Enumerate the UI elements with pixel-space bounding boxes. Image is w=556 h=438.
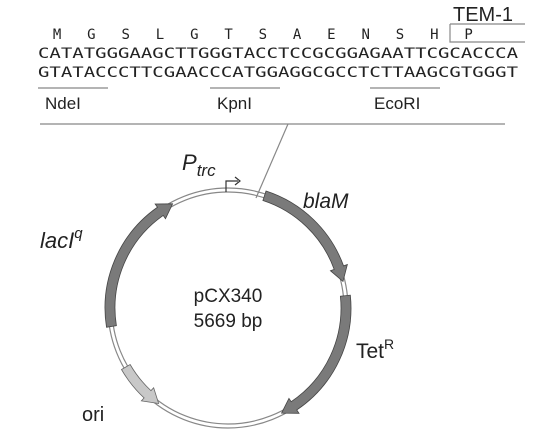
amino-acid-9: N (361, 27, 369, 43)
amino-acid-8: E (327, 27, 335, 43)
ori-label: ori (82, 404, 104, 426)
amino-acid-12: P (464, 27, 472, 43)
kpni-label: KpnI (217, 94, 252, 113)
plasmid-size: 5669 bp (194, 311, 263, 332)
plasmid-name: pCX340 (194, 286, 263, 307)
sequence-bottom-strand: GTATACCCTTCGAACCCATGGAGGCGCCTCTTAAGCGTGG… (38, 65, 519, 81)
amino-acid-11: H (430, 27, 438, 43)
ptrc-promoter-arrowhead (234, 176, 241, 186)
blam-gene-arrow (262, 190, 348, 283)
tet-gene-arrow (280, 294, 352, 414)
ori-arrow (120, 363, 160, 404)
laci-label: lacIq (40, 225, 83, 253)
ndei-label: NdeI (45, 94, 81, 113)
sequence-top-strand: CATATGGGAAGCTTGGGTACCTCCGCGGAGAATTCGCACC… (38, 46, 519, 62)
amino-acid-3: L (156, 27, 164, 43)
amino-acid-6: S (259, 27, 267, 43)
amino-acid-4: G (190, 27, 198, 43)
amino-acid-0: M (53, 27, 61, 43)
amino-acid-7: A (293, 27, 302, 43)
ecori-label: EcoRI (374, 94, 420, 113)
insert-pointer-line (255, 123, 289, 199)
tem1-box (449, 24, 525, 43)
amino-acid-10: S (396, 27, 404, 43)
laci-gene-arrow (104, 203, 174, 328)
blam-label: blaM (303, 190, 349, 213)
amino-acid-2: S (121, 27, 129, 43)
tet-label: TetR (356, 336, 394, 363)
amino-acid-1: G (87, 27, 95, 43)
tem1-label: TEM-1 (453, 4, 513, 26)
amino-acid-5: T (224, 27, 233, 43)
ptrc-label: Ptrc (182, 150, 216, 180)
ptrc-promoter-arrow (225, 180, 238, 192)
